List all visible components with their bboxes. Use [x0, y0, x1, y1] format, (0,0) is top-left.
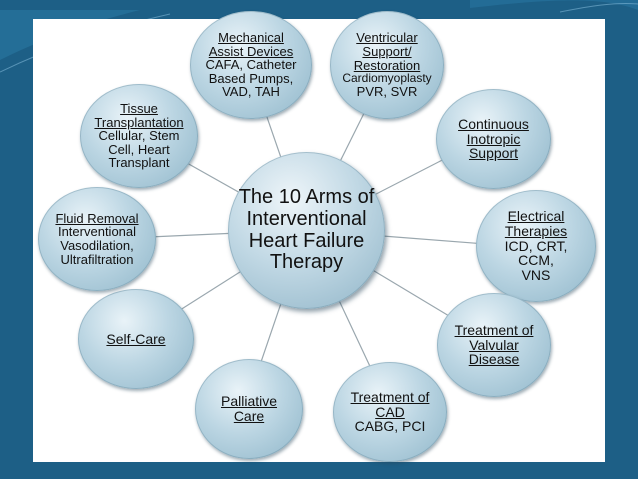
node-palliative-care: Palliative Care: [195, 359, 303, 459]
node-title-line: Ventricular: [356, 30, 418, 46]
node-title-line: Mechanical: [218, 29, 284, 45]
center-title-line: The 10 Arms of: [238, 186, 375, 209]
node-detail-line: CAFA, Catheter: [205, 57, 297, 73]
node-title-line: Self-Care: [106, 330, 166, 347]
center-node: The 10 Arms of Interventional Heart Fail…: [228, 152, 385, 309]
diagram-panel: Mechanical Assist Devices CAFA, Catheter…: [33, 11, 605, 462]
node-detail-line: Cell, Heart: [108, 141, 170, 157]
node-title-line: Valvular: [469, 336, 519, 353]
node-title-line: Restoration: [353, 57, 421, 73]
node-title-line: Transplantation: [94, 114, 184, 130]
node-detail-line: Cellular, Stem: [98, 128, 180, 144]
node-tissue-transplantation: Tissue Transplantation Cellular, Stem Ce…: [80, 84, 198, 188]
node-detail-line: Vasodilation,: [60, 238, 134, 253]
node-treatment-cad: Treatment of CAD CABG, PCI: [333, 362, 447, 462]
node-title-line: Treatment of: [350, 388, 430, 405]
node-title-line: Continuous: [458, 115, 529, 132]
node-title-line: Treatment of: [454, 321, 534, 338]
node-detail-line: PVR, SVR: [356, 83, 418, 99]
center-title-line: Interventional: [246, 207, 367, 230]
node-detail-line: VNS: [521, 267, 551, 284]
node-detail-line: CCM,: [518, 252, 554, 269]
node-detail-line: Based Pumps,: [208, 70, 294, 86]
node-title-line: Support: [468, 145, 519, 162]
node-fluid-removal: Fluid Removal Interventional Vasodilatio…: [38, 187, 156, 291]
node-title-line: Electrical: [507, 208, 565, 225]
center-title-line: Therapy: [269, 251, 344, 274]
node-valvular-disease: Treatment of Valvular Disease: [437, 293, 551, 397]
node-title-line: CAD: [375, 403, 405, 420]
node-title-line: Tissue: [120, 100, 158, 116]
node-title-line: Fluid Removal: [55, 210, 139, 226]
node-title-line: Palliative: [220, 393, 278, 410]
node-title-line: Therapies: [504, 222, 568, 239]
node-detail-line: Ultrafiltration: [60, 251, 134, 267]
node-ventricular-support: Ventricular Support/ Restoration Cardiom…: [330, 11, 444, 119]
node-title-line: Assist Devices: [208, 43, 294, 59]
node-detail-line: Transplant: [108, 155, 170, 171]
node-title-line: Disease: [468, 351, 520, 368]
node-detail-line: Interventional: [57, 224, 137, 240]
node-title-line: Care: [233, 408, 265, 424]
node-electrical-therapies: Electrical Therapies ICD, CRT, CCM, VNS: [476, 190, 596, 302]
node-detail-line: Cardiomyoplasty: [342, 71, 432, 86]
center-title-line: Heart Failure: [248, 229, 365, 252]
node-self-care: Self-Care: [78, 289, 194, 389]
node-title-line: Support/: [362, 44, 412, 60]
node-mechanical-assist: Mechanical Assist Devices CAFA, Catheter…: [190, 11, 312, 119]
node-detail-line: VAD, TAH: [222, 84, 280, 100]
node-title-line: Inotropic: [466, 130, 521, 147]
node-continuous-inotropic: Continuous Inotropic Support: [436, 89, 551, 189]
node-detail-line: ICD, CRT,: [504, 237, 568, 254]
node-detail-line: CABG, PCI: [354, 418, 426, 435]
